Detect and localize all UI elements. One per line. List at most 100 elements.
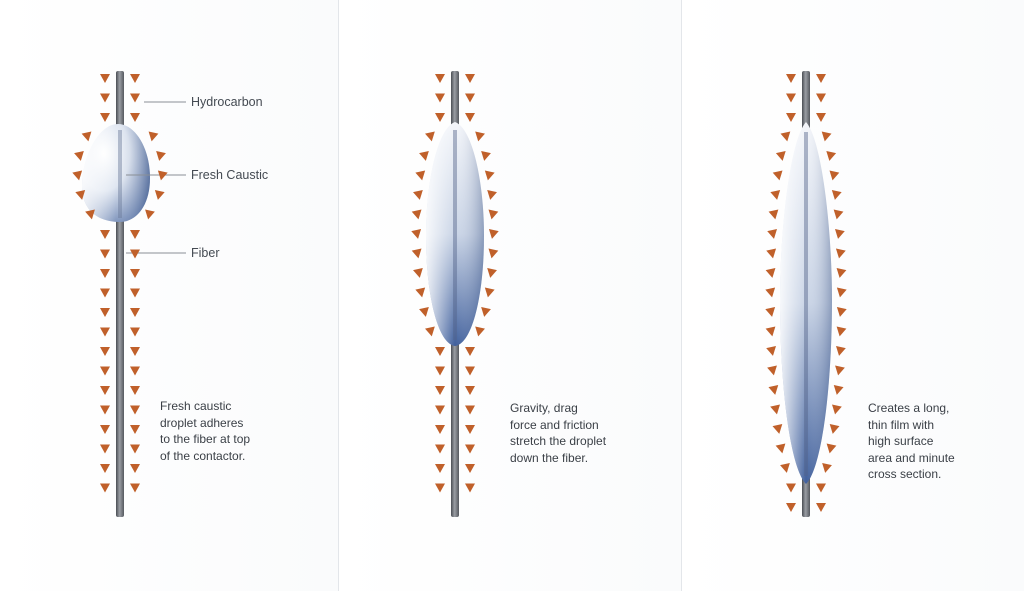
panel-film — [682, 0, 1024, 591]
hydrocarbon-flow-arrow-icon — [786, 483, 796, 493]
hydrocarbon-flow-arrow-icon — [130, 327, 140, 337]
hydrocarbon-flow-arrow-icon — [475, 131, 485, 142]
hydrocarbon-flow-arrow-icon — [435, 483, 445, 493]
hydrocarbon-flow-arrow-icon — [765, 326, 776, 337]
hydrocarbon-flow-arrow-icon — [487, 190, 497, 200]
hydrocarbon-flow-arrow-icon — [465, 464, 475, 473]
hydrocarbon-flow-arrow-icon — [765, 307, 776, 317]
hydrocarbon-flow-arrow-icon — [130, 386, 140, 395]
hydrocarbon-flow-arrow-icon — [488, 209, 499, 220]
hydrocarbon-flow-arrow-icon — [130, 405, 140, 415]
hydrocarbon-flow-arrow-icon — [415, 170, 426, 181]
hydrocarbon-flow-arrow-icon — [100, 386, 110, 395]
hydrocarbon-flow-arrow-icon — [419, 151, 429, 161]
hydrocarbon-flow-arrow-icon — [100, 269, 110, 278]
hydrocarbon-flow-arrow-icon — [130, 249, 140, 259]
hydrocarbon-flow-arrow-icon — [484, 170, 495, 181]
hydrocarbon-flow-arrow-icon — [413, 190, 423, 200]
hydrocarbon-flow-arrow-icon — [465, 483, 475, 493]
hydrocarbon-flow-arrow-icon — [816, 113, 826, 122]
hydrocarbon-flow-arrow-icon — [786, 503, 796, 512]
hydrocarbon-flow-arrow-icon — [465, 425, 475, 434]
hydrocarbon-flow-arrow-icon — [435, 93, 445, 103]
caption-adhere: Fresh caustic droplet adheres to the fib… — [160, 399, 251, 463]
caption-stretch: Gravity, drag force and friction stretch… — [510, 401, 607, 465]
hydrocarbon-flow-arrow-icon — [130, 93, 140, 103]
hydrocarbon-flow-arrow-icon — [465, 444, 475, 454]
hydrocarbon-flow-arrow-icon — [85, 209, 95, 220]
hydrocarbon-flow-arrow-icon — [130, 366, 140, 376]
hydrocarbon-flow-arrow-icon — [767, 229, 778, 239]
hydrocarbon-flow-arrow-icon — [100, 308, 110, 317]
hydrocarbon-flow-arrow-icon — [487, 268, 497, 278]
hydrocarbon-flow-arrow-icon — [435, 347, 445, 356]
hydrocarbon-flow-arrow-icon — [100, 464, 110, 473]
hydrocarbon-flow-arrow-icon — [435, 444, 445, 454]
hydrocarbon-flow-arrow-icon — [465, 386, 475, 395]
hydrocarbon-flow-arrow-icon — [465, 347, 475, 356]
hydrocarbon-flow-arrow-icon — [475, 326, 485, 337]
hydrocarbon-flow-arrow-icon — [411, 229, 422, 239]
hydrocarbon-flow-arrow-icon — [780, 131, 791, 142]
hydrocarbon-flow-arrow-icon — [816, 483, 826, 493]
hydrocarbon-flow-arrow-icon — [831, 190, 842, 200]
hydrocarbon-flow-arrow-icon — [130, 230, 140, 239]
panel-adhere — [0, 0, 338, 591]
hydrocarbon-flow-arrow-icon — [435, 425, 445, 434]
hydrocarbon-flow-arrow-icon — [465, 93, 475, 103]
hydrocarbon-flow-arrow-icon — [148, 131, 159, 142]
hydrocarbon-flow-arrow-icon — [100, 444, 110, 454]
panel-divider — [681, 0, 682, 591]
hydrocarbon-flow-arrow-icon — [100, 113, 110, 122]
hydrocarbon-flow-arrow-icon — [488, 248, 499, 259]
hydrocarbon-flow-arrow-icon — [465, 405, 475, 415]
hydrocarbon-flow-arrow-icon — [130, 425, 140, 434]
hydrocarbon-flow-arrow-icon — [100, 425, 110, 434]
hydrocarbon-flow-arrow-icon — [786, 113, 796, 122]
callout-fiber: Fiber — [191, 246, 220, 260]
hydrocarbon-flow-arrow-icon — [435, 74, 445, 83]
hydrocarbon-flow-arrow-icon — [835, 248, 846, 259]
hydrocarbon-flow-arrow-icon — [484, 287, 495, 298]
panel-divider — [338, 0, 339, 591]
hydrocarbon-flow-arrow-icon — [425, 326, 435, 337]
hydrocarbon-flow-arrow-icon — [435, 405, 445, 415]
hydrocarbon-flow-arrow-icon — [786, 93, 796, 103]
hydrocarbon-flow-arrow-icon — [816, 503, 826, 512]
caustic-droplet-icon — [426, 122, 484, 346]
hydrocarbon-flow-arrow-icon — [481, 151, 491, 161]
hydrocarbon-flow-arrow-icon — [832, 404, 842, 415]
hydrocarbon-flow-arrow-icon — [766, 346, 776, 356]
hydrocarbon-flow-arrow-icon — [821, 131, 832, 142]
hydrocarbon-flow-arrow-icon — [834, 229, 845, 239]
hydrocarbon-flow-arrow-icon — [100, 366, 110, 376]
caption-film: Creates a long, thin film with high surf… — [868, 401, 955, 481]
hydrocarbon-flow-arrow-icon — [816, 93, 826, 103]
hydrocarbon-flow-arrow-icon — [100, 93, 110, 103]
hydrocarbon-flow-arrow-icon — [770, 404, 780, 415]
hydrocarbon-flow-arrow-icon — [488, 229, 499, 239]
hydrocarbon-flow-arrow-icon — [835, 365, 845, 376]
hydrocarbon-flow-arrow-icon — [465, 74, 475, 83]
hydrocarbon-flow-arrow-icon — [130, 269, 140, 278]
caustic-droplet-icon — [82, 124, 150, 222]
hydrocarbon-flow-arrow-icon — [425, 131, 435, 142]
hydrocarbon-flow-arrow-icon — [766, 248, 777, 259]
hydrocarbon-flow-arrow-icon — [833, 209, 844, 220]
hydrocarbon-flow-arrow-icon — [100, 347, 110, 356]
hydrocarbon-flow-arrow-icon — [768, 209, 779, 220]
panel-stretch — [339, 0, 681, 591]
hydrocarbon-flow-arrow-icon — [100, 483, 110, 493]
callout-hydrocarbon: Hydrocarbon — [191, 95, 263, 109]
hydrocarbon-flow-arrow-icon — [772, 170, 783, 181]
hydrocarbon-flow-arrow-icon — [100, 288, 110, 298]
hydrocarbon-flow-arrow-icon — [435, 464, 445, 473]
hydrocarbon-flow-arrow-icon — [130, 464, 140, 473]
hydrocarbon-flow-arrow-icon — [836, 307, 847, 317]
hydrocarbon-flow-arrow-icon — [415, 287, 426, 298]
hydrocarbon-flow-arrow-icon — [100, 327, 110, 337]
hydrocarbon-flow-arrow-icon — [836, 287, 847, 298]
hydrocarbon-flow-arrow-icon — [130, 347, 140, 356]
hydrocarbon-flow-arrow-icon — [465, 366, 475, 376]
